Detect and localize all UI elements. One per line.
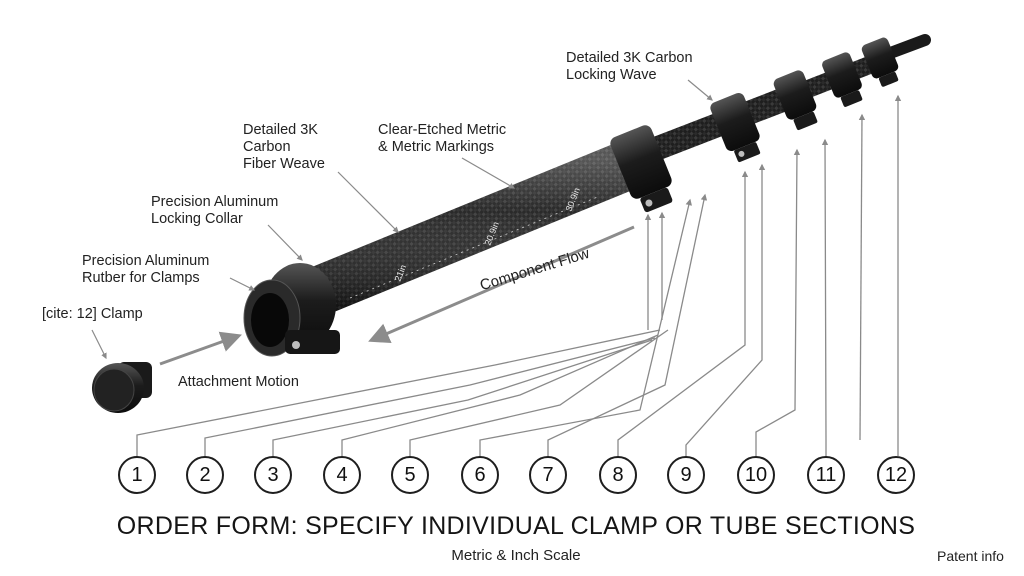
callout-leader-2 bbox=[204, 337, 656, 456]
callout-leader-8 bbox=[617, 170, 749, 456]
leader-fiber-weave bbox=[337, 171, 399, 233]
tube-shading bbox=[275, 136, 650, 329]
callout-1: 1 bbox=[118, 456, 156, 494]
locking-collar-5 bbox=[861, 37, 899, 87]
callout-leader-6b bbox=[858, 113, 866, 441]
callout-8: 8 bbox=[599, 456, 637, 494]
callout-leader-1 bbox=[136, 329, 661, 456]
label-cite-clamp: [cite: 12] Clamp bbox=[42, 306, 143, 322]
callout-11: 11 bbox=[807, 456, 845, 494]
callout-leader-10 bbox=[755, 148, 801, 456]
label-rubber-clamps: Precision Aluminum Rutber for Clamps bbox=[82, 253, 210, 286]
leader-markings bbox=[461, 157, 516, 189]
callout-3: 3 bbox=[254, 456, 292, 494]
front-locking-collar bbox=[243, 263, 340, 357]
callout-leader-3 bbox=[272, 339, 653, 456]
locking-collar-2 bbox=[710, 92, 761, 163]
callout-5: 5 bbox=[391, 456, 429, 494]
label-locking-wave: Detailed 3K Carbon Locking Wave bbox=[566, 50, 693, 83]
patent-info: Patent info bbox=[937, 548, 1004, 564]
label-markings: Clear-Etched Metric & Metric Markings bbox=[378, 122, 507, 155]
callout-9: 9 bbox=[667, 456, 705, 494]
callout-4: 4 bbox=[323, 456, 361, 494]
callout-leader-6 bbox=[479, 198, 692, 456]
label-fiber-weave: Detailed 3K Carbon Fiber Weave bbox=[243, 122, 325, 172]
leader-locking-wave bbox=[687, 79, 713, 101]
leader-locking-collar bbox=[267, 224, 303, 261]
callout-leader-11 bbox=[821, 138, 829, 456]
end-cap-clamp bbox=[92, 362, 152, 413]
callout-12: 12 bbox=[877, 456, 915, 494]
callout-6: 6 bbox=[461, 456, 499, 494]
callout-leader-4 bbox=[341, 334, 659, 456]
callout-leader-5 bbox=[409, 329, 669, 456]
callout-leader-7 bbox=[547, 193, 708, 456]
tube-section-medium bbox=[635, 85, 795, 167]
order-form-title: ORDER FORM: SPECIFY INDIVIDUAL CLAMP OR … bbox=[116, 512, 916, 540]
callout-7: 7 bbox=[529, 456, 567, 494]
callout-10: 10 bbox=[737, 456, 775, 494]
callout-leader-9 bbox=[685, 163, 766, 456]
label-attachment-motion: Attachment Motion bbox=[178, 374, 299, 390]
locking-collar-1 bbox=[610, 125, 673, 213]
locking-collar-3 bbox=[773, 70, 818, 131]
component-flow-arrow bbox=[368, 225, 635, 343]
leader-rubber-clamps bbox=[229, 277, 256, 291]
locking-collar-4 bbox=[822, 52, 863, 107]
label-locking-collar: Precision Aluminum Locking Collar bbox=[151, 194, 279, 227]
scale-subtitle: Metric & Inch Scale bbox=[451, 547, 581, 564]
attachment-motion-arrow bbox=[159, 331, 242, 366]
callout-2: 2 bbox=[186, 456, 224, 494]
leader-cite-clamp bbox=[91, 329, 107, 360]
